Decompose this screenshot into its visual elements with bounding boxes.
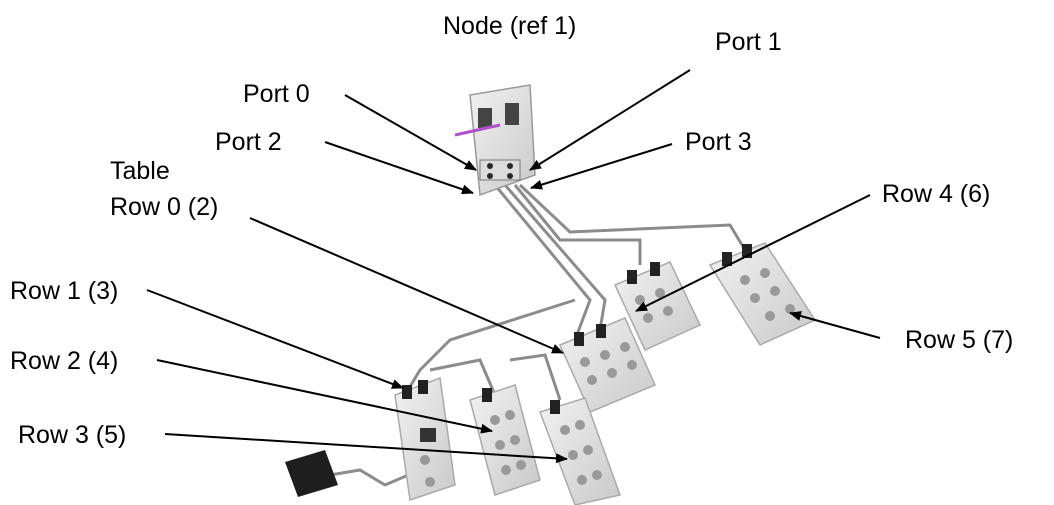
label-port2: Port 2 (215, 128, 282, 156)
label-node: Node (ref 1) (443, 12, 577, 40)
label-row4: Row 4 (6) (882, 180, 991, 208)
label-port0: Port 0 (243, 80, 310, 108)
row0-module (559, 317, 656, 413)
label-row2: Row 2 (4) (10, 347, 119, 375)
label-table: Table (110, 157, 170, 185)
arrow-row5 (789, 311, 881, 339)
row5-module (708, 242, 817, 346)
arrow-row1 (146, 289, 404, 389)
leader-arrows (146, 69, 881, 464)
arrow-row0 (249, 217, 564, 354)
label-row0: Row 0 (2) (110, 193, 219, 221)
row4-module (613, 261, 702, 351)
arrow-row3 (164, 433, 568, 464)
arrow-port0 (344, 94, 477, 171)
cables (329, 183, 747, 487)
arrow-row4 (635, 194, 871, 312)
node-module (454, 84, 536, 197)
arrow-port1 (529, 69, 691, 171)
label-row1: Row 1 (3) (10, 277, 119, 305)
row1-module (394, 376, 456, 501)
label-port3: Port 3 (685, 128, 752, 156)
row2-module (469, 384, 541, 496)
label-port1: Port 1 (715, 28, 782, 56)
arrow-row2 (156, 359, 493, 434)
arrow-port3 (530, 143, 673, 190)
arrow-port2 (324, 141, 474, 195)
label-row3: Row 3 (5) (18, 421, 127, 449)
sensor-connector (285, 450, 338, 497)
label-row5: Row 5 (7) (905, 326, 1014, 354)
row3-module (539, 397, 621, 505)
